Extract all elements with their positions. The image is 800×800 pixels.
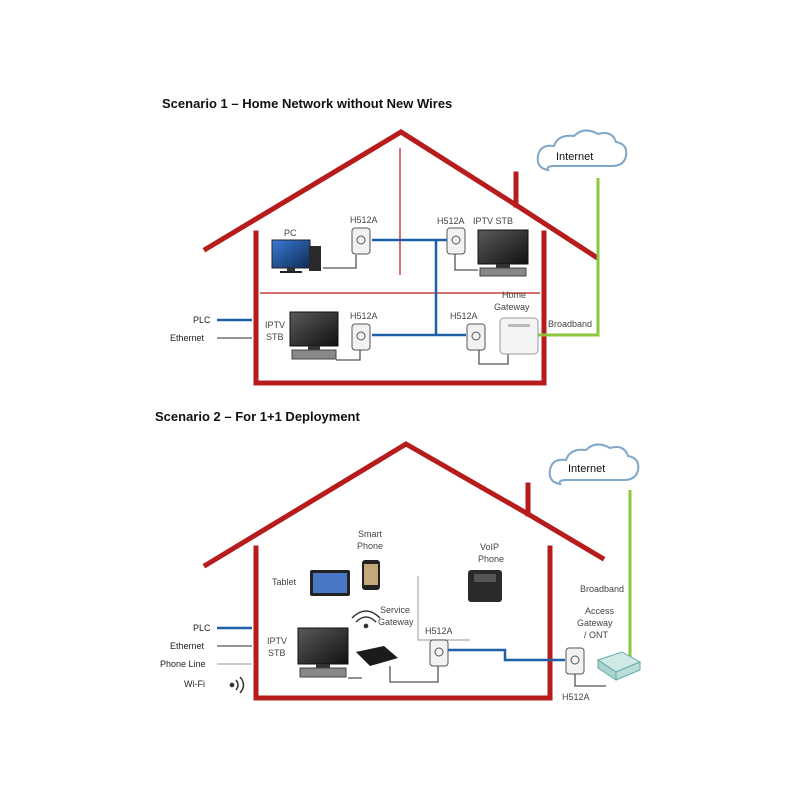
h512a-label-2b: H512A <box>562 692 590 702</box>
service-gateway-label-2: Gateway <box>378 617 414 627</box>
voip-label-1: VoIP <box>480 542 499 552</box>
tv-icon-1b: IPTV STB <box>265 311 339 360</box>
tablet-icon: Tablet <box>272 570 350 596</box>
pc-icon: PC <box>271 228 321 273</box>
legend-ethernet-label-1: Ethernet <box>170 333 205 343</box>
h512a-label-1b: H512A <box>437 216 465 226</box>
smart-phone-icon: Smart Phone <box>357 529 383 590</box>
smart-phone-label-2: Phone <box>357 541 383 551</box>
scenario-2: Scenario 2 – For 1+1 Deployment Internet… <box>155 409 642 702</box>
wifi-icon-gateway <box>351 610 381 629</box>
ethernet-lines-1 <box>323 252 509 365</box>
access-gateway-label-3: / ONT <box>584 630 609 640</box>
broadband-label-2: Broadband <box>580 584 624 594</box>
plc-line-2 <box>446 648 565 662</box>
iptv-label-2-line1: IPTV <box>267 636 287 646</box>
house-1-interior-walls <box>260 148 540 294</box>
wifi-legend-icon <box>229 676 245 694</box>
h512a-label-2a: H512A <box>425 626 453 636</box>
legend-2: PLC Ethernet Phone Line Wi-Fi <box>160 623 252 694</box>
internet-cloud-2: Internet <box>548 443 640 486</box>
legend-plc-label-2: PLC <box>193 623 211 633</box>
phone-line-2 <box>417 576 470 641</box>
home-gateway-icon: Home Gateway <box>494 290 539 355</box>
tv-icon-2: IPTV STB <box>267 627 349 678</box>
h512a-label-1d: H512A <box>450 311 478 321</box>
legend-ethernet-label-2: Ethernet <box>170 641 205 651</box>
h512a-adapter-1d: H512A <box>450 311 486 351</box>
house-2-outline <box>202 441 606 701</box>
legend-phone-line-label: Phone Line <box>160 659 206 669</box>
scenario-1: Scenario 1 – Home Network without New Wi… <box>162 96 628 386</box>
h512a-label-1a: H512A <box>350 215 378 225</box>
internet-label-2: Internet <box>568 463 605 475</box>
internet-cloud-1: Internet <box>536 129 628 172</box>
home-gateway-label-1: Home <box>502 290 526 300</box>
h512a-label-1c: H512A <box>350 311 378 321</box>
scenario-1-title: Scenario 1 – Home Network without New Wi… <box>162 96 452 111</box>
broadband-line-1 <box>538 178 600 337</box>
legend-wifi-label: Wi-Fi <box>184 679 205 689</box>
legend-plc-label-1: PLC <box>193 315 211 325</box>
h512a-adapter-2b: H512A <box>562 647 590 702</box>
iptv-label-2-line2: STB <box>268 648 286 658</box>
plc-lines-1 <box>372 238 466 337</box>
access-gateway-label-1: Access <box>585 606 615 616</box>
service-gateway-label-1: Service <box>380 605 410 615</box>
scenario-2-title: Scenario 2 – For 1+1 Deployment <box>155 409 360 424</box>
iptv-label-1-line2: STB <box>266 332 284 342</box>
ethernet-lines-2 <box>348 666 606 687</box>
h512a-adapter-1a: H512A <box>350 215 378 255</box>
voip-label-2: Phone <box>478 554 504 564</box>
h512a-adapter-1b: H512A <box>437 216 466 255</box>
smart-phone-label-1: Smart <box>358 529 383 539</box>
iptv-label-1-line1: IPTV <box>265 320 285 330</box>
home-gateway-label-2: Gateway <box>494 302 530 312</box>
legend-1: PLC Ethernet <box>170 315 252 343</box>
h512a-adapter-2a: H512A <box>425 626 453 667</box>
tv-icon-1a: IPTV STB <box>473 216 529 277</box>
internet-label-1: Internet <box>556 151 593 163</box>
pc-label: PC <box>284 228 297 238</box>
access-gateway-label-2: Gateway <box>577 618 613 628</box>
h512a-adapter-1c: H512A <box>350 311 378 351</box>
broadband-label-1: Broadband <box>548 319 592 329</box>
service-gateway-icon: Service Gateway <box>356 605 414 666</box>
house-1-outline <box>202 129 600 386</box>
tablet-label: Tablet <box>272 577 297 587</box>
access-gateway-icon: Access Gateway / ONT <box>577 606 642 681</box>
iptv-stb-label-1a: IPTV STB <box>473 216 513 226</box>
voip-phone-icon: VoIP Phone <box>468 542 504 602</box>
